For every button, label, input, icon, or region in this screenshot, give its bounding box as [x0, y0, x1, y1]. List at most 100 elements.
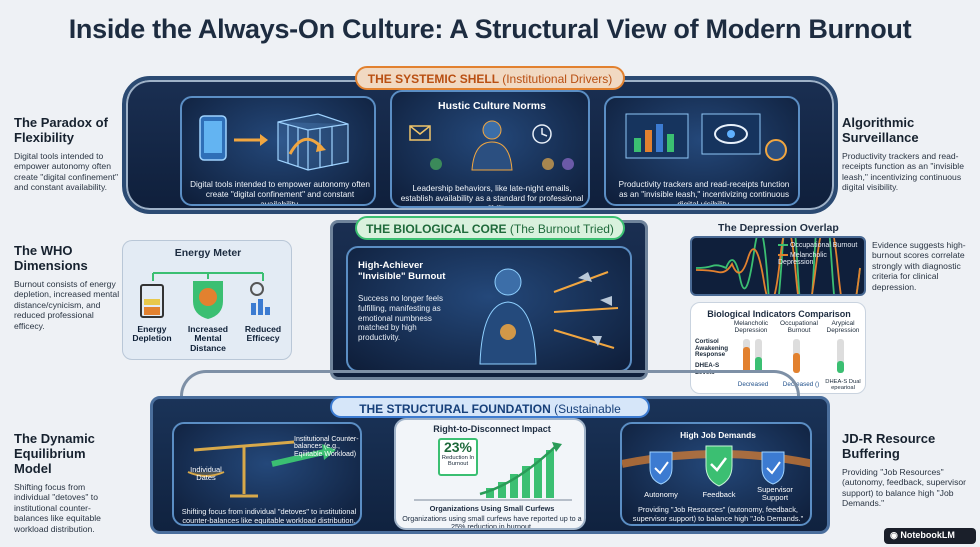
- rtd-bar: [510, 474, 518, 498]
- icon-label: Increased Mental Distance: [187, 324, 229, 353]
- glow-core: [500, 324, 516, 340]
- panel-caption: Productivity trackers and read-receipts …: [618, 180, 790, 206]
- leader-head: [482, 120, 502, 140]
- panel-caption: Shifting focus from individual "detoves"…: [181, 507, 357, 525]
- rtd-bar: [498, 482, 506, 498]
- foundation-banner: THE STRUCTURAL FOUNDATION (Sustainable S…: [330, 396, 650, 430]
- bio-column: Melancholic Depression: [733, 320, 769, 334]
- side-text: Burnout consists of energy depletion, in…: [14, 278, 120, 331]
- scale-post: [230, 446, 258, 498]
- brand-logo-icon: ◉: [890, 530, 898, 540]
- banner-main: THE SYSTEMIC SHELL: [367, 72, 499, 86]
- foundation-arch: [180, 370, 800, 396]
- side-heading: Algorithmic Surveillance: [842, 115, 919, 145]
- side-text: Shifting focus from individual "detoves"…: [14, 481, 101, 534]
- gear-chart-icon: [250, 282, 270, 315]
- rtd-label: Reduction In Burnout: [441, 455, 475, 468]
- energy-meter-card: Energy Meter Energy Depletion Increased …: [122, 240, 292, 360]
- employee-icon: [562, 158, 574, 170]
- side-heading: JD-R Resource Buffering: [842, 431, 936, 461]
- shell-panel-flexibility: Digital tools intended to empower autono…: [180, 96, 376, 206]
- email-icon: [409, 125, 431, 141]
- battery-icon: [140, 284, 164, 318]
- shield-illustration: [622, 445, 810, 487]
- foundation-panel-rtd: Right-to-Disconnect Impact 23% Reduction…: [394, 418, 586, 530]
- leader-body: [471, 141, 513, 171]
- core-center-text: Success no longer feels fulfilling, mani…: [358, 294, 443, 342]
- bio-bottom: DHEA-S Dual epearioal: [825, 379, 861, 392]
- thermometer-fill: [793, 353, 800, 373]
- phone-to-cage-illustration: [199, 113, 349, 171]
- legend-label: Occupational Burnout: [789, 242, 858, 249]
- icon-label: Reduced Efficecy: [244, 324, 282, 344]
- side-note-flexibility: The Paradox of Flexibility Digital tools…: [14, 115, 126, 193]
- panel-title: Hustic Culture Norms: [438, 100, 546, 112]
- panel-caption: Leadership behaviors, like late-night em…: [400, 184, 584, 206]
- rtd-bar: [522, 466, 530, 498]
- scale-left-label: Individual Dates: [190, 465, 222, 482]
- panel-caption: Providing "Job Resources" (autonomy, fee…: [632, 505, 804, 523]
- shield-icon: [649, 451, 673, 485]
- figure-head: [494, 268, 522, 296]
- scale-illustration: [187, 440, 336, 498]
- rtd-caption: Organizations using small curfews have r…: [402, 514, 582, 530]
- shield-label: Autonomy: [644, 490, 678, 499]
- employee-icon: [430, 158, 442, 170]
- core-panel-invisible-burnout: High-Achiever "Invisible" Burnout Succes…: [346, 246, 632, 372]
- depression-line: [695, 217, 861, 322]
- brain-shield-icon: [193, 281, 223, 319]
- side-text: Digital tools intended to empower autono…: [14, 150, 119, 193]
- surveillance-illustration: [625, 113, 787, 161]
- panel-caption: Digital tools intended to empower autono…: [190, 180, 370, 206]
- energy-streak: [553, 271, 619, 349]
- banner-sub: (Institutional Drivers): [502, 72, 613, 86]
- arrow-head: [260, 134, 268, 146]
- shield-icon: [705, 445, 733, 487]
- bio-title: Biological Indicators Comparison: [707, 309, 851, 319]
- bio-row: Cortisol Awakening Response: [695, 338, 729, 359]
- energy-icons: [140, 272, 270, 319]
- side-text: Providing "Job Resources" (autonomy, fee…: [842, 466, 967, 509]
- shield-label: Supervisor Support: [757, 485, 793, 502]
- eye-icon: [714, 124, 748, 144]
- rtd-bar-chart: [414, 442, 572, 501]
- depression-title: The Depression Overlap: [718, 222, 839, 234]
- leader-illustration: [409, 120, 574, 171]
- side-note-equilibrium: The Dynamic Equilibrium Model Shifting f…: [14, 431, 122, 534]
- watch-icon: [765, 139, 787, 161]
- energy-meter-title: Energy Meter: [174, 247, 242, 259]
- shield-label: Feedback: [702, 490, 736, 499]
- thermometer-fill: [743, 347, 750, 373]
- icon-label: Energy Depletion: [132, 324, 172, 344]
- thermometer-fill: [755, 357, 762, 373]
- core-center-title: High-Achiever "Invisible" Burnout: [358, 260, 446, 283]
- rtd-subtitle: Organizations Using Small Curfews: [429, 504, 555, 513]
- foundation-panel-jdr: High Job Demands Autonomy Feedback Super…: [620, 422, 812, 526]
- legend-item: Melancholic Depression: [778, 252, 864, 266]
- side-note-who: The WHO Dimensions Burnout consists of e…: [14, 243, 120, 331]
- legend-item: Occupational Burnout: [778, 242, 857, 249]
- depression-note: Evidence suggests high-burnout scores co…: [872, 240, 966, 292]
- rtd-trend-arrow: [479, 445, 557, 496]
- rtd-stat-box: 23% Reduction In Burnout: [438, 438, 478, 476]
- brand-name: NotebookLM: [900, 530, 955, 540]
- counter-balance-arrow: [271, 449, 325, 467]
- legend-label: Melancholic Depression: [778, 252, 827, 266]
- side-note-surveillance: Algorithmic Surveillance Productivity tr…: [842, 115, 968, 193]
- systemic-shell-banner: THE SYSTEMIC SHELL (Institutional Driver…: [355, 66, 625, 90]
- side-heading: The WHO Dimensions: [14, 243, 88, 273]
- thermometers: [743, 339, 844, 373]
- rtd-bar: [534, 458, 542, 498]
- scale-pan: [187, 471, 225, 477]
- side-heading: The Dynamic Equilibrium Model: [14, 431, 95, 476]
- shield-icon: [761, 451, 785, 485]
- clock-icon: [532, 124, 552, 144]
- rtd-bar: [486, 488, 494, 498]
- shell-panel-hustle: Hustic Culture Norms Leadership behavior…: [390, 90, 590, 208]
- scale-right-label: Institutional Counter-balances (e.g., Eq…: [294, 436, 359, 458]
- thermometer-fill: [837, 361, 844, 373]
- banner-main: THE BIOLOGICAL CORE: [366, 222, 507, 236]
- biological-core-banner: THE BIOLOGICAL CORE (The Burnout Tried): [355, 216, 625, 240]
- phone-screen: [204, 121, 222, 153]
- shell-panel-surveillance: Productivity trackers and read-receipts …: [604, 96, 800, 206]
